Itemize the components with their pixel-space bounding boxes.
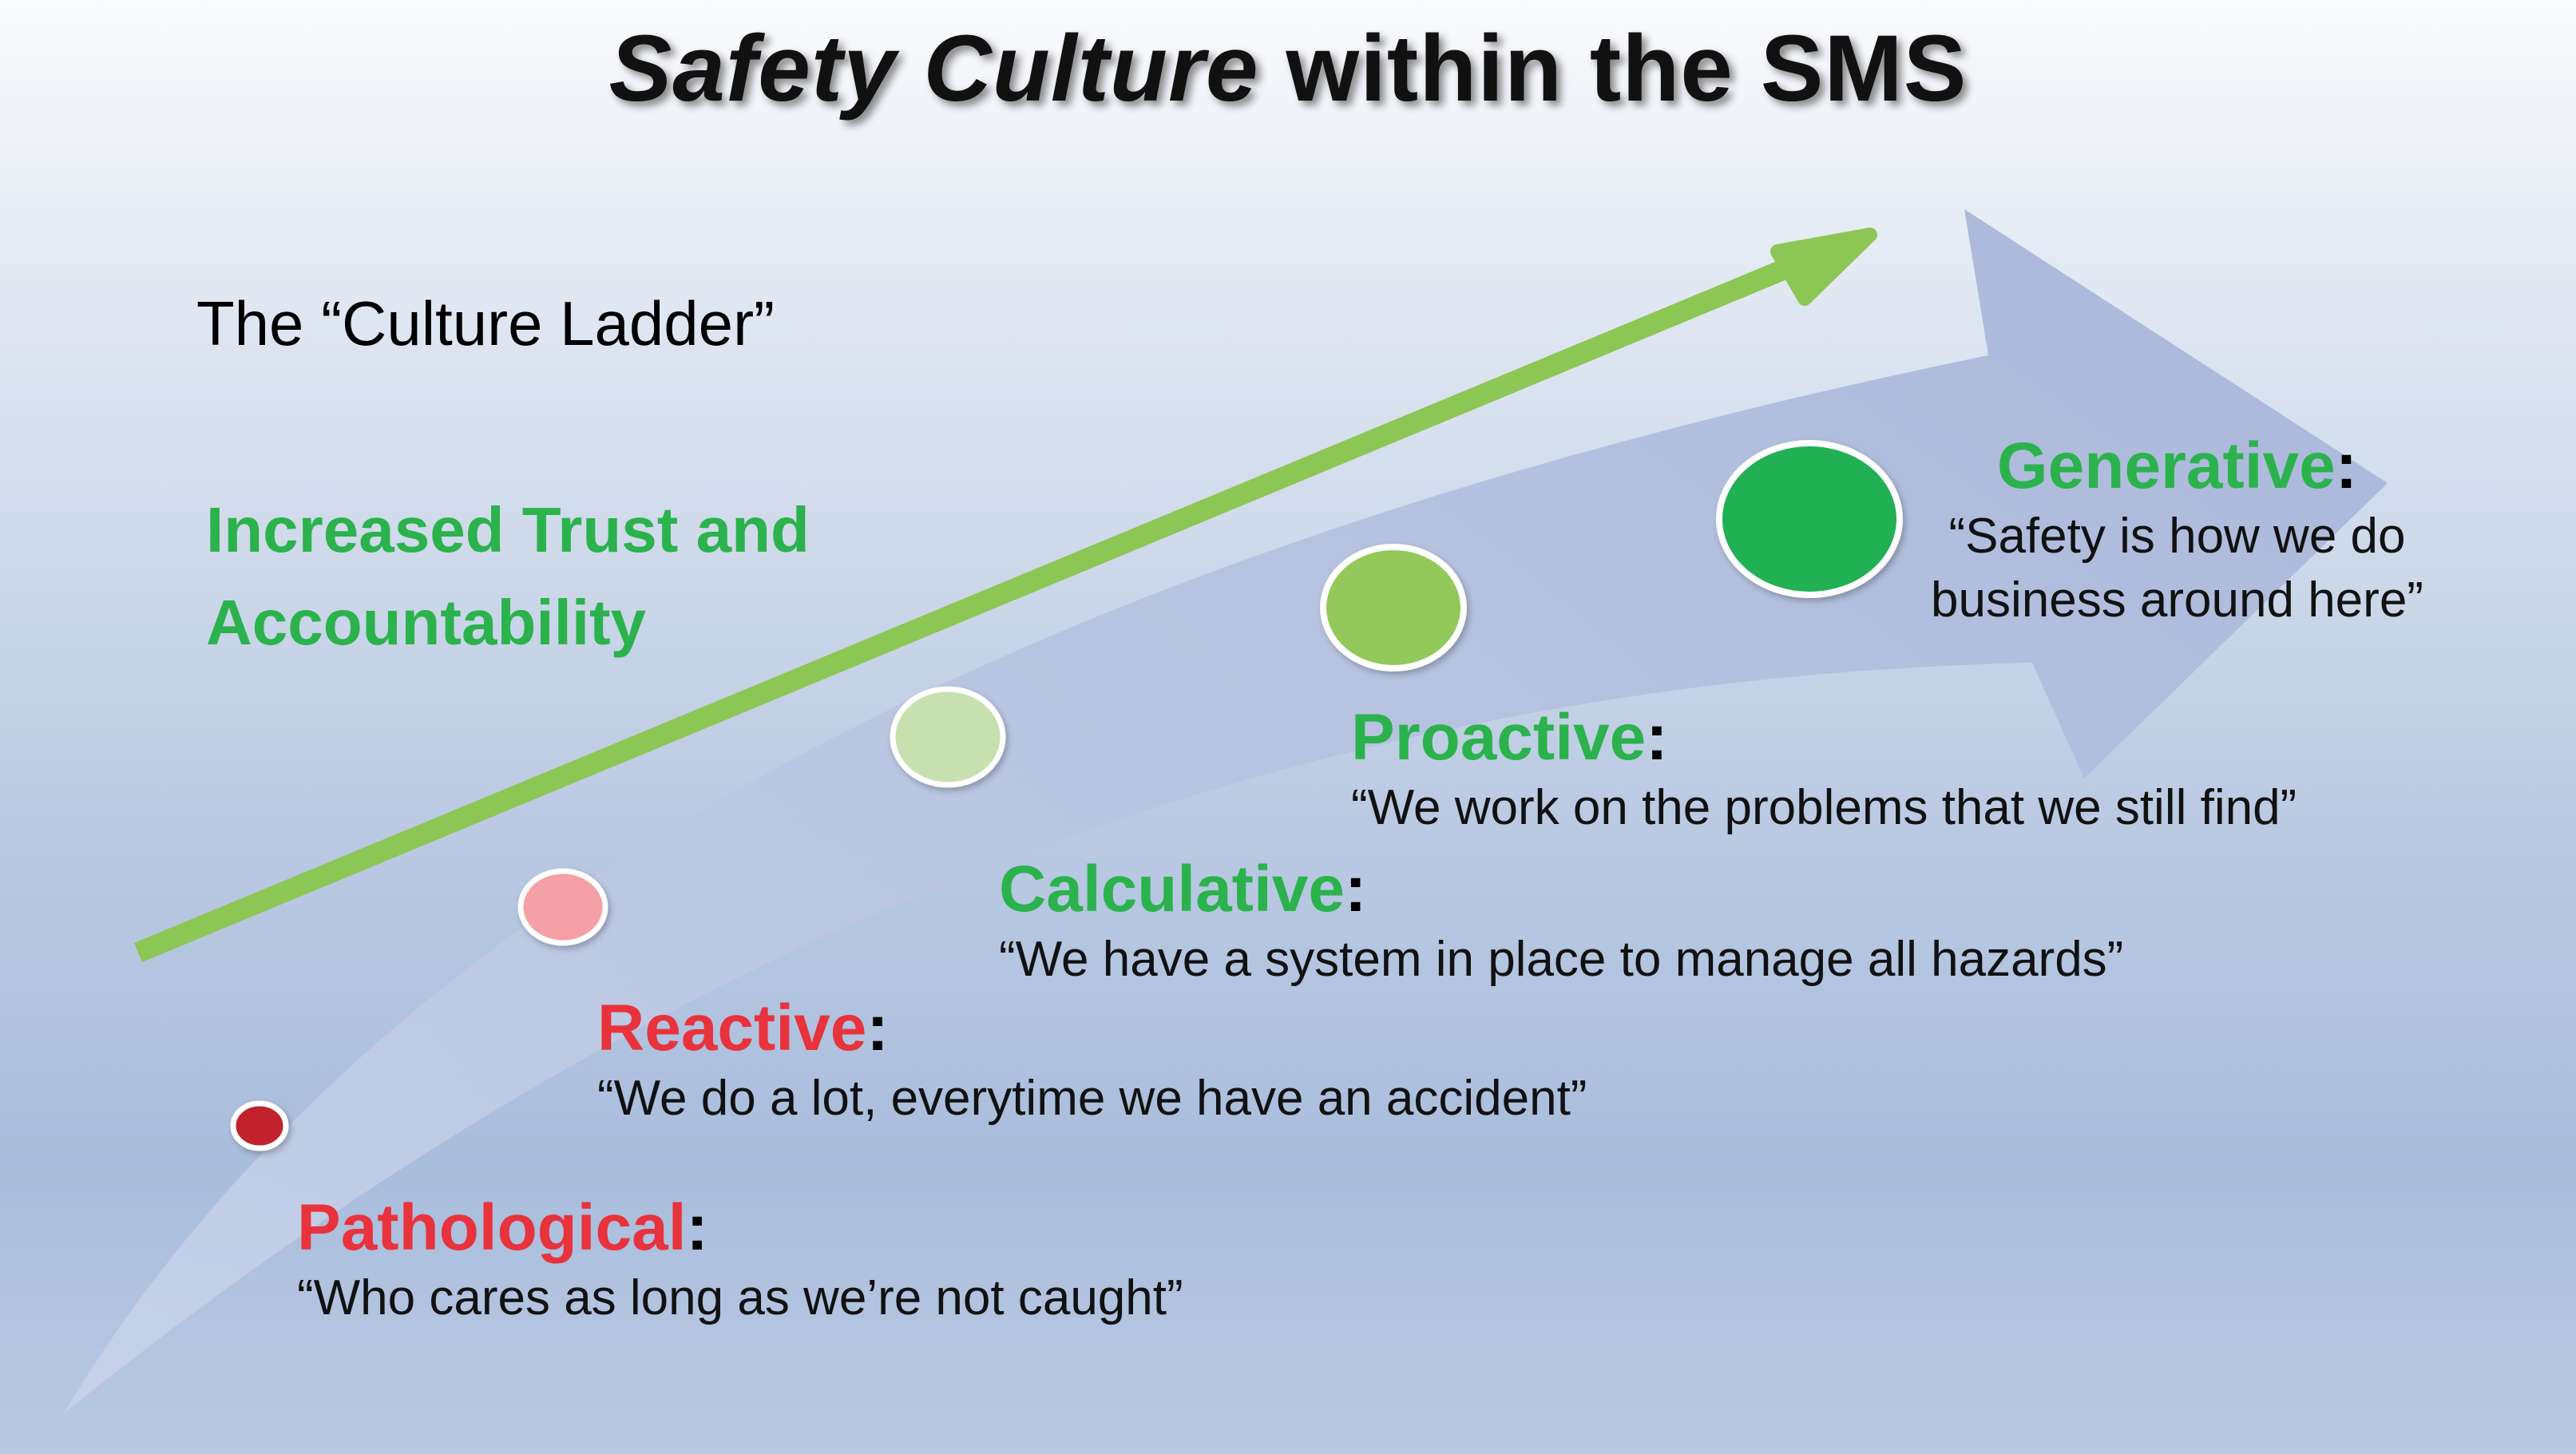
stage-generative: Generative: “Safety is how we do busines… (1931, 428, 2423, 632)
dot-generative (1716, 440, 1903, 598)
stage-name: Proactive (1351, 701, 1647, 774)
stage-proactive: Proactive: “We work on the problems that… (1351, 699, 2297, 840)
stage-name: Calculative (999, 853, 1345, 925)
stage-colon: : (686, 1191, 708, 1264)
stage-reactive: Reactive: “We do a lot, everytime we hav… (597, 990, 1587, 1131)
stage-pathological: Pathological: “Who cares as long as we’r… (297, 1190, 1183, 1330)
stage-colon: : (2335, 430, 2358, 502)
stage-colon: : (1646, 701, 1668, 774)
stage-name: Reactive (597, 992, 867, 1064)
stage-colon: : (866, 992, 889, 1064)
title-normal-part: within the SMS (1258, 16, 1968, 121)
trust-label-line1: Increased Trust and (206, 494, 810, 565)
stage-quote: “We have a system in place to manage all… (999, 932, 2124, 987)
stage-name: Pathological (297, 1191, 687, 1264)
trust-label-line2: Accountability (206, 587, 647, 658)
page-title: Safety Culture within the SMS (0, 14, 2576, 123)
stage-quote-line2: business around here” (1931, 572, 2423, 628)
stage-calculative: Calculative: “We have a system in place … (999, 851, 2123, 992)
stage-quote-line1: “Safety is how we do (1948, 509, 2406, 564)
subtitle: The “Culture Ladder” (196, 288, 775, 359)
trust-arrow-shaft (134, 254, 1802, 962)
stage-quote: “Who cares as long as we’re not caught” (297, 1270, 1183, 1325)
dot-reactive (517, 868, 608, 946)
trust-label: Increased Trust and Accountability (206, 484, 810, 669)
stage-quote: “We work on the problems that we still f… (1351, 780, 2297, 835)
title-italic-part: Safety Culture (608, 16, 1259, 121)
dot-pathological (230, 1100, 289, 1151)
dot-calculative (890, 686, 1006, 788)
stage-quote: “We do a lot, everytime we have an accid… (597, 1071, 1587, 1126)
stage-name: Generative (1996, 430, 2336, 502)
dot-proactive (1320, 544, 1467, 672)
stage-colon: : (1344, 853, 1367, 925)
trust-arrow-head (1770, 228, 1877, 306)
